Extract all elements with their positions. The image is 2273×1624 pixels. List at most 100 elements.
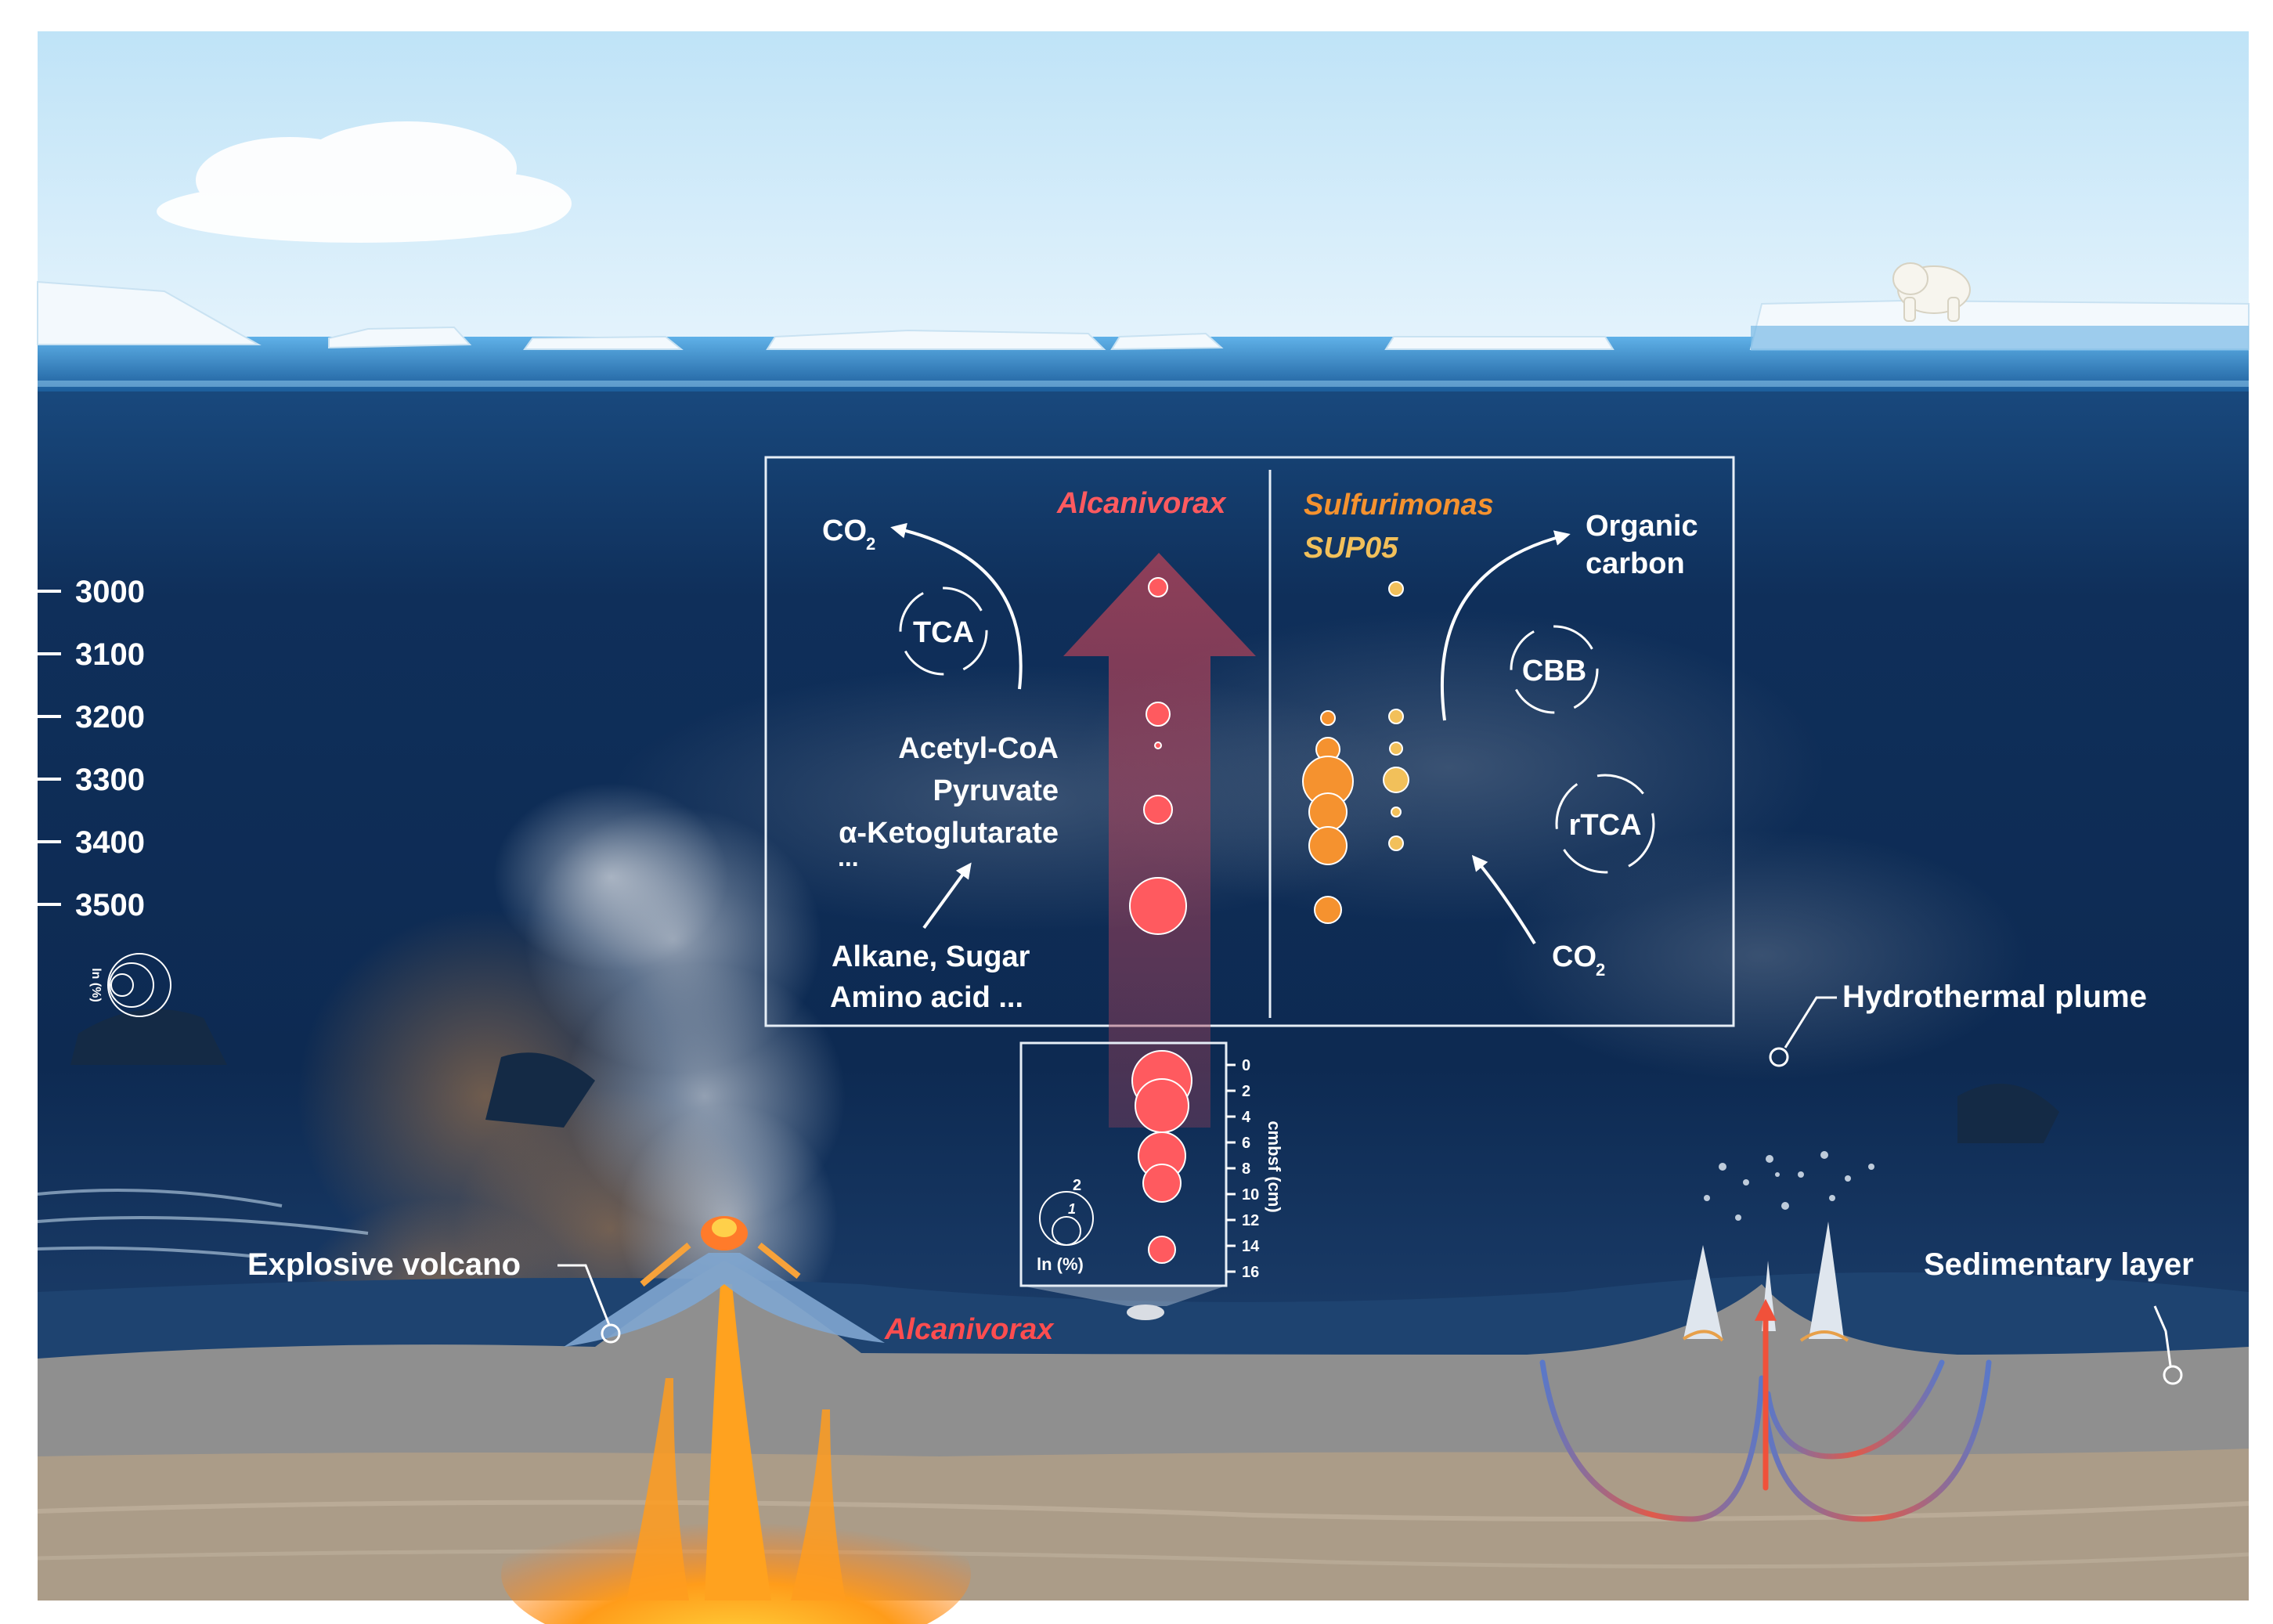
magma-chamber — [501, 1284, 971, 1624]
co2-label-right: CO 2 — [1552, 940, 1605, 980]
svg-text:6: 6 — [1242, 1135, 1250, 1152]
basement-rock — [38, 1449, 2249, 1601]
sup05-bubble — [1383, 767, 1409, 793]
sup05-bubble — [1388, 835, 1404, 851]
rtca-cycle-icon: rTCA — [1555, 774, 1655, 874]
alcanivorax-bubble — [1148, 577, 1168, 597]
alcanivorax-upward-arrow — [1063, 553, 1256, 1128]
depth-tick: 3000 — [38, 575, 145, 609]
svg-text:CBB: CBB — [1522, 655, 1586, 687]
core-size-legend: 2 1 ln (%) — [1037, 1177, 1094, 1274]
alcanivorax-bubble — [1129, 877, 1187, 935]
svg-text:3400: 3400 — [75, 825, 145, 860]
depth-tick: 3400 — [38, 825, 145, 860]
sup05-bubble — [1391, 807, 1402, 817]
dark-plume-cloud — [611, 611, 2028, 1081]
core-tick: 6 — [1226, 1135, 1250, 1152]
sulfurimonas-bubble — [1320, 710, 1336, 726]
svg-text:CO: CO — [822, 514, 867, 547]
intermediate-ketoglutarate: α-Ketoglutarate — [839, 817, 1059, 850]
cbb-cycle-icon: CBB — [1510, 625, 1599, 714]
svg-text:3300: 3300 — [75, 763, 145, 797]
svg-text:2: 2 — [1242, 1083, 1250, 1100]
svg-text:12: 12 — [1242, 1212, 1259, 1229]
core-bubble — [1135, 1078, 1189, 1133]
cloud — [157, 121, 572, 243]
alcanivorax-water-bubbles — [1129, 577, 1187, 935]
core-alcanivorax-bubbles — [1131, 1050, 1192, 1264]
svg-text:1: 1 — [1068, 1201, 1076, 1217]
seafloor-currents — [37, 1189, 369, 1258]
sup05-bubble — [1388, 709, 1404, 724]
alcanivorax-title: Alcanivorax — [1056, 487, 1227, 520]
svg-text:16: 16 — [1242, 1264, 1259, 1281]
sup05-title: SUP05 — [1304, 532, 1398, 565]
svg-text:0: 0 — [1242, 1057, 1250, 1074]
substrate-line-1: Alkane, Sugar — [832, 940, 1030, 973]
intermediate-acetyl-coa: Acetyl-CoA — [898, 732, 1059, 765]
alcanivorax-bubble — [1154, 742, 1162, 749]
svg-text:2: 2 — [1596, 960, 1605, 980]
hydrothermal-circulation — [1539, 1298, 1992, 1522]
depth-tick: 3300 — [38, 763, 145, 797]
depth-tick: 3100 — [38, 637, 145, 672]
depth-tick: 3500 — [38, 888, 145, 922]
svg-text:Sedimentary layer: Sedimentary layer — [1924, 1247, 2194, 1282]
core-tick: 10 — [1226, 1186, 1259, 1204]
depth-size-legend: ln (%) — [89, 953, 171, 1017]
volcano-cone — [564, 1253, 885, 1347]
svg-text:2: 2 — [1073, 1177, 1081, 1194]
svg-text:ln (%): ln (%) — [89, 968, 103, 1002]
core-tick: 0 — [1226, 1057, 1250, 1074]
sulfurimonas-bubbles — [1302, 710, 1354, 924]
svg-text:3000: 3000 — [75, 575, 145, 609]
organic-carbon-line-2: carbon — [1586, 547, 1685, 580]
sulfurimonas-bubble — [1308, 792, 1348, 832]
substrate-line-2: Amino acid ... — [830, 981, 1023, 1014]
core-depth-axis: 0 2 4 6 8 10 12 14 16 — [1226, 1057, 1260, 1281]
core-bubble — [1148, 1236, 1176, 1264]
svg-text:3500: 3500 — [75, 888, 145, 922]
core-bubble — [1142, 1164, 1182, 1203]
co2-fixation-arrow — [1471, 854, 1536, 945]
vent-bubbles — [1704, 1151, 1874, 1221]
svg-text:CO: CO — [1552, 940, 1597, 973]
core-tick: 8 — [1226, 1160, 1250, 1178]
svg-text:Explosive volcano: Explosive volcano — [247, 1247, 521, 1282]
alcanivorax-bubble — [1146, 702, 1171, 727]
co2-label-left: CO 2 — [822, 514, 875, 554]
core-tick: 2 — [1226, 1083, 1250, 1100]
sulfurimonas-bubble — [1314, 896, 1342, 924]
sediment-grey-layer — [38, 1261, 2249, 1464]
sup05-bubble — [1389, 742, 1403, 756]
core-tick: 12 — [1226, 1212, 1259, 1229]
tca-to-co2-arrow — [890, 522, 1023, 690]
svg-text:3100: 3100 — [75, 637, 145, 672]
svg-text:TCA: TCA — [913, 616, 974, 649]
polar-bear-icon — [1892, 262, 1971, 322]
svg-text:10: 10 — [1242, 1186, 1259, 1204]
svg-text:4: 4 — [1242, 1109, 1251, 1126]
sulfurimonas-title: Sulfurimonas — [1304, 489, 1494, 521]
core-axis-label: cmbsf (cm) — [1265, 1121, 1284, 1212]
core-tick: 14 — [1226, 1238, 1260, 1255]
hydrothermal-plume-callout: Hydrothermal plume — [1769, 980, 2147, 1067]
svg-text:rTCA: rTCA — [1569, 809, 1642, 842]
core-sample-icon — [1127, 1305, 1164, 1320]
svg-text:3200: 3200 — [75, 700, 145, 734]
svg-text:8: 8 — [1242, 1160, 1250, 1178]
sup05-bubbles — [1383, 581, 1409, 851]
sulfurimonas-bubble — [1308, 826, 1348, 865]
seafloor-rocks — [70, 1009, 2059, 1143]
sedimentary-layer-callout: Sedimentary layer — [1924, 1247, 2194, 1385]
core-tick: 16 — [1226, 1264, 1259, 1281]
fixation-to-organic-arrow — [1440, 530, 1571, 721]
metabolism-panel — [764, 456, 1735, 1027]
sup05-bubble — [1388, 581, 1404, 597]
intermediate-ellipsis: ... — [838, 843, 859, 872]
alcanivorax-bubble — [1143, 795, 1173, 825]
tca-cycle-icon: TCA — [899, 586, 988, 676]
intermediate-pyruvate: Pyruvate — [933, 774, 1059, 807]
explosive-volcano-callout: Explosive volcano — [247, 1247, 621, 1344]
